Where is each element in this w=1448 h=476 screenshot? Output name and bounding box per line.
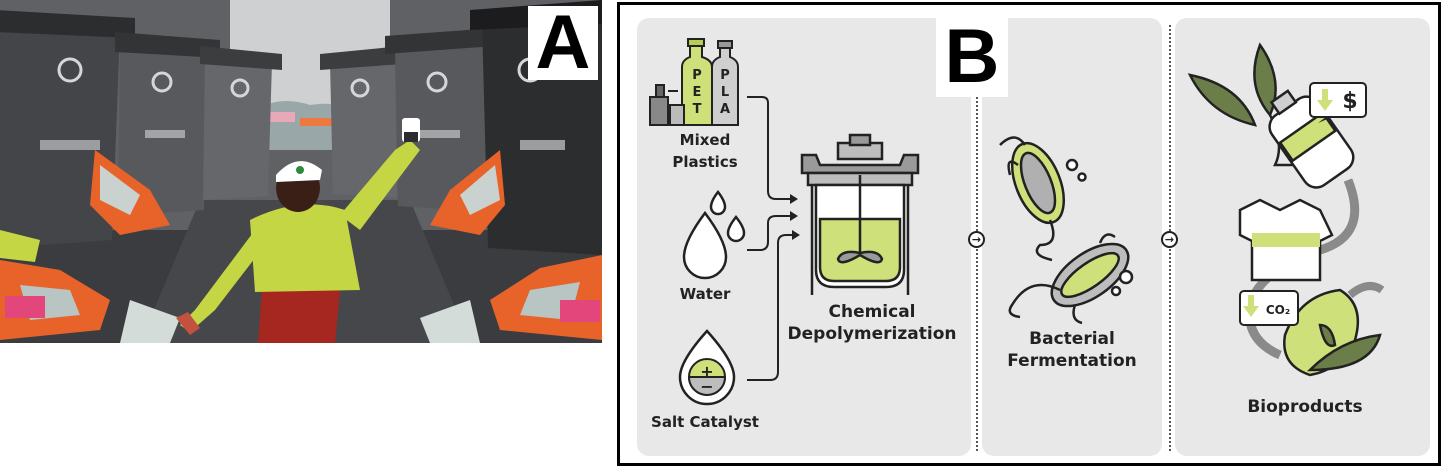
bottle-letter: P bbox=[692, 68, 702, 83]
plastic-bottles-icon bbox=[649, 38, 739, 126]
trash-left bbox=[0, 150, 180, 343]
panel-a-label: A bbox=[528, 5, 598, 81]
bottle-letter: T bbox=[693, 102, 702, 117]
water-label: Water bbox=[679, 285, 731, 303]
arrow-right-icon: → bbox=[968, 231, 985, 248]
caption-line: Fermentation bbox=[1007, 351, 1137, 371]
reactor-vessel-icon bbox=[800, 133, 920, 295]
salt-catalyst-icon bbox=[678, 329, 736, 406]
caption-line: Depolymerization bbox=[787, 324, 957, 344]
bacterial-fermentation-label: Bacterial Fermentation bbox=[992, 328, 1152, 372]
co2-label: CO₂ bbox=[1266, 303, 1290, 317]
input-arrows bbox=[747, 96, 792, 381]
chemical-depolymerization-label: Chemical Depolymerization bbox=[782, 301, 962, 345]
left-bins bbox=[0, 10, 282, 248]
recycling-scene bbox=[0, 0, 602, 343]
plus-sign: + bbox=[700, 362, 713, 381]
process-graphics: P E T P L A $ CO₂ + − bbox=[649, 38, 1385, 406]
bioproducts-icon bbox=[1187, 42, 1385, 377]
co2-down-badge bbox=[1239, 290, 1299, 326]
process-panel-b: P E T P L A $ CO₂ + − → → B Mixed Plasti… bbox=[617, 2, 1441, 466]
person-holding-cup bbox=[176, 118, 420, 343]
caption-line: Chemical bbox=[828, 302, 916, 322]
bacteria-icon bbox=[999, 136, 1134, 325]
bottle-letter: E bbox=[693, 85, 702, 100]
illustration-panel-a: A bbox=[0, 0, 602, 343]
stage-fermentation bbox=[982, 18, 1162, 456]
arrowheads bbox=[790, 194, 800, 240]
bottle-letter: A bbox=[720, 102, 730, 117]
cost-down-badge bbox=[1309, 82, 1367, 123]
minus-sign: − bbox=[700, 377, 713, 396]
bottle-letter: L bbox=[721, 85, 729, 100]
trash-right bbox=[420, 150, 602, 343]
salt-catalyst-label: Salt Catalyst bbox=[651, 413, 759, 431]
bioproducts-label: Bioproducts bbox=[1247, 397, 1363, 417]
bottle-letter: P bbox=[720, 68, 730, 83]
water-drops-icon bbox=[682, 189, 746, 280]
arrow-right-icon: → bbox=[1161, 231, 1178, 248]
dollar-sign: $ bbox=[1342, 89, 1357, 114]
panel-b-label: B bbox=[936, 17, 1008, 97]
mixed-plastics-label: Mixed Plastics bbox=[672, 131, 738, 171]
caption-line: Bacterial bbox=[1029, 329, 1115, 349]
